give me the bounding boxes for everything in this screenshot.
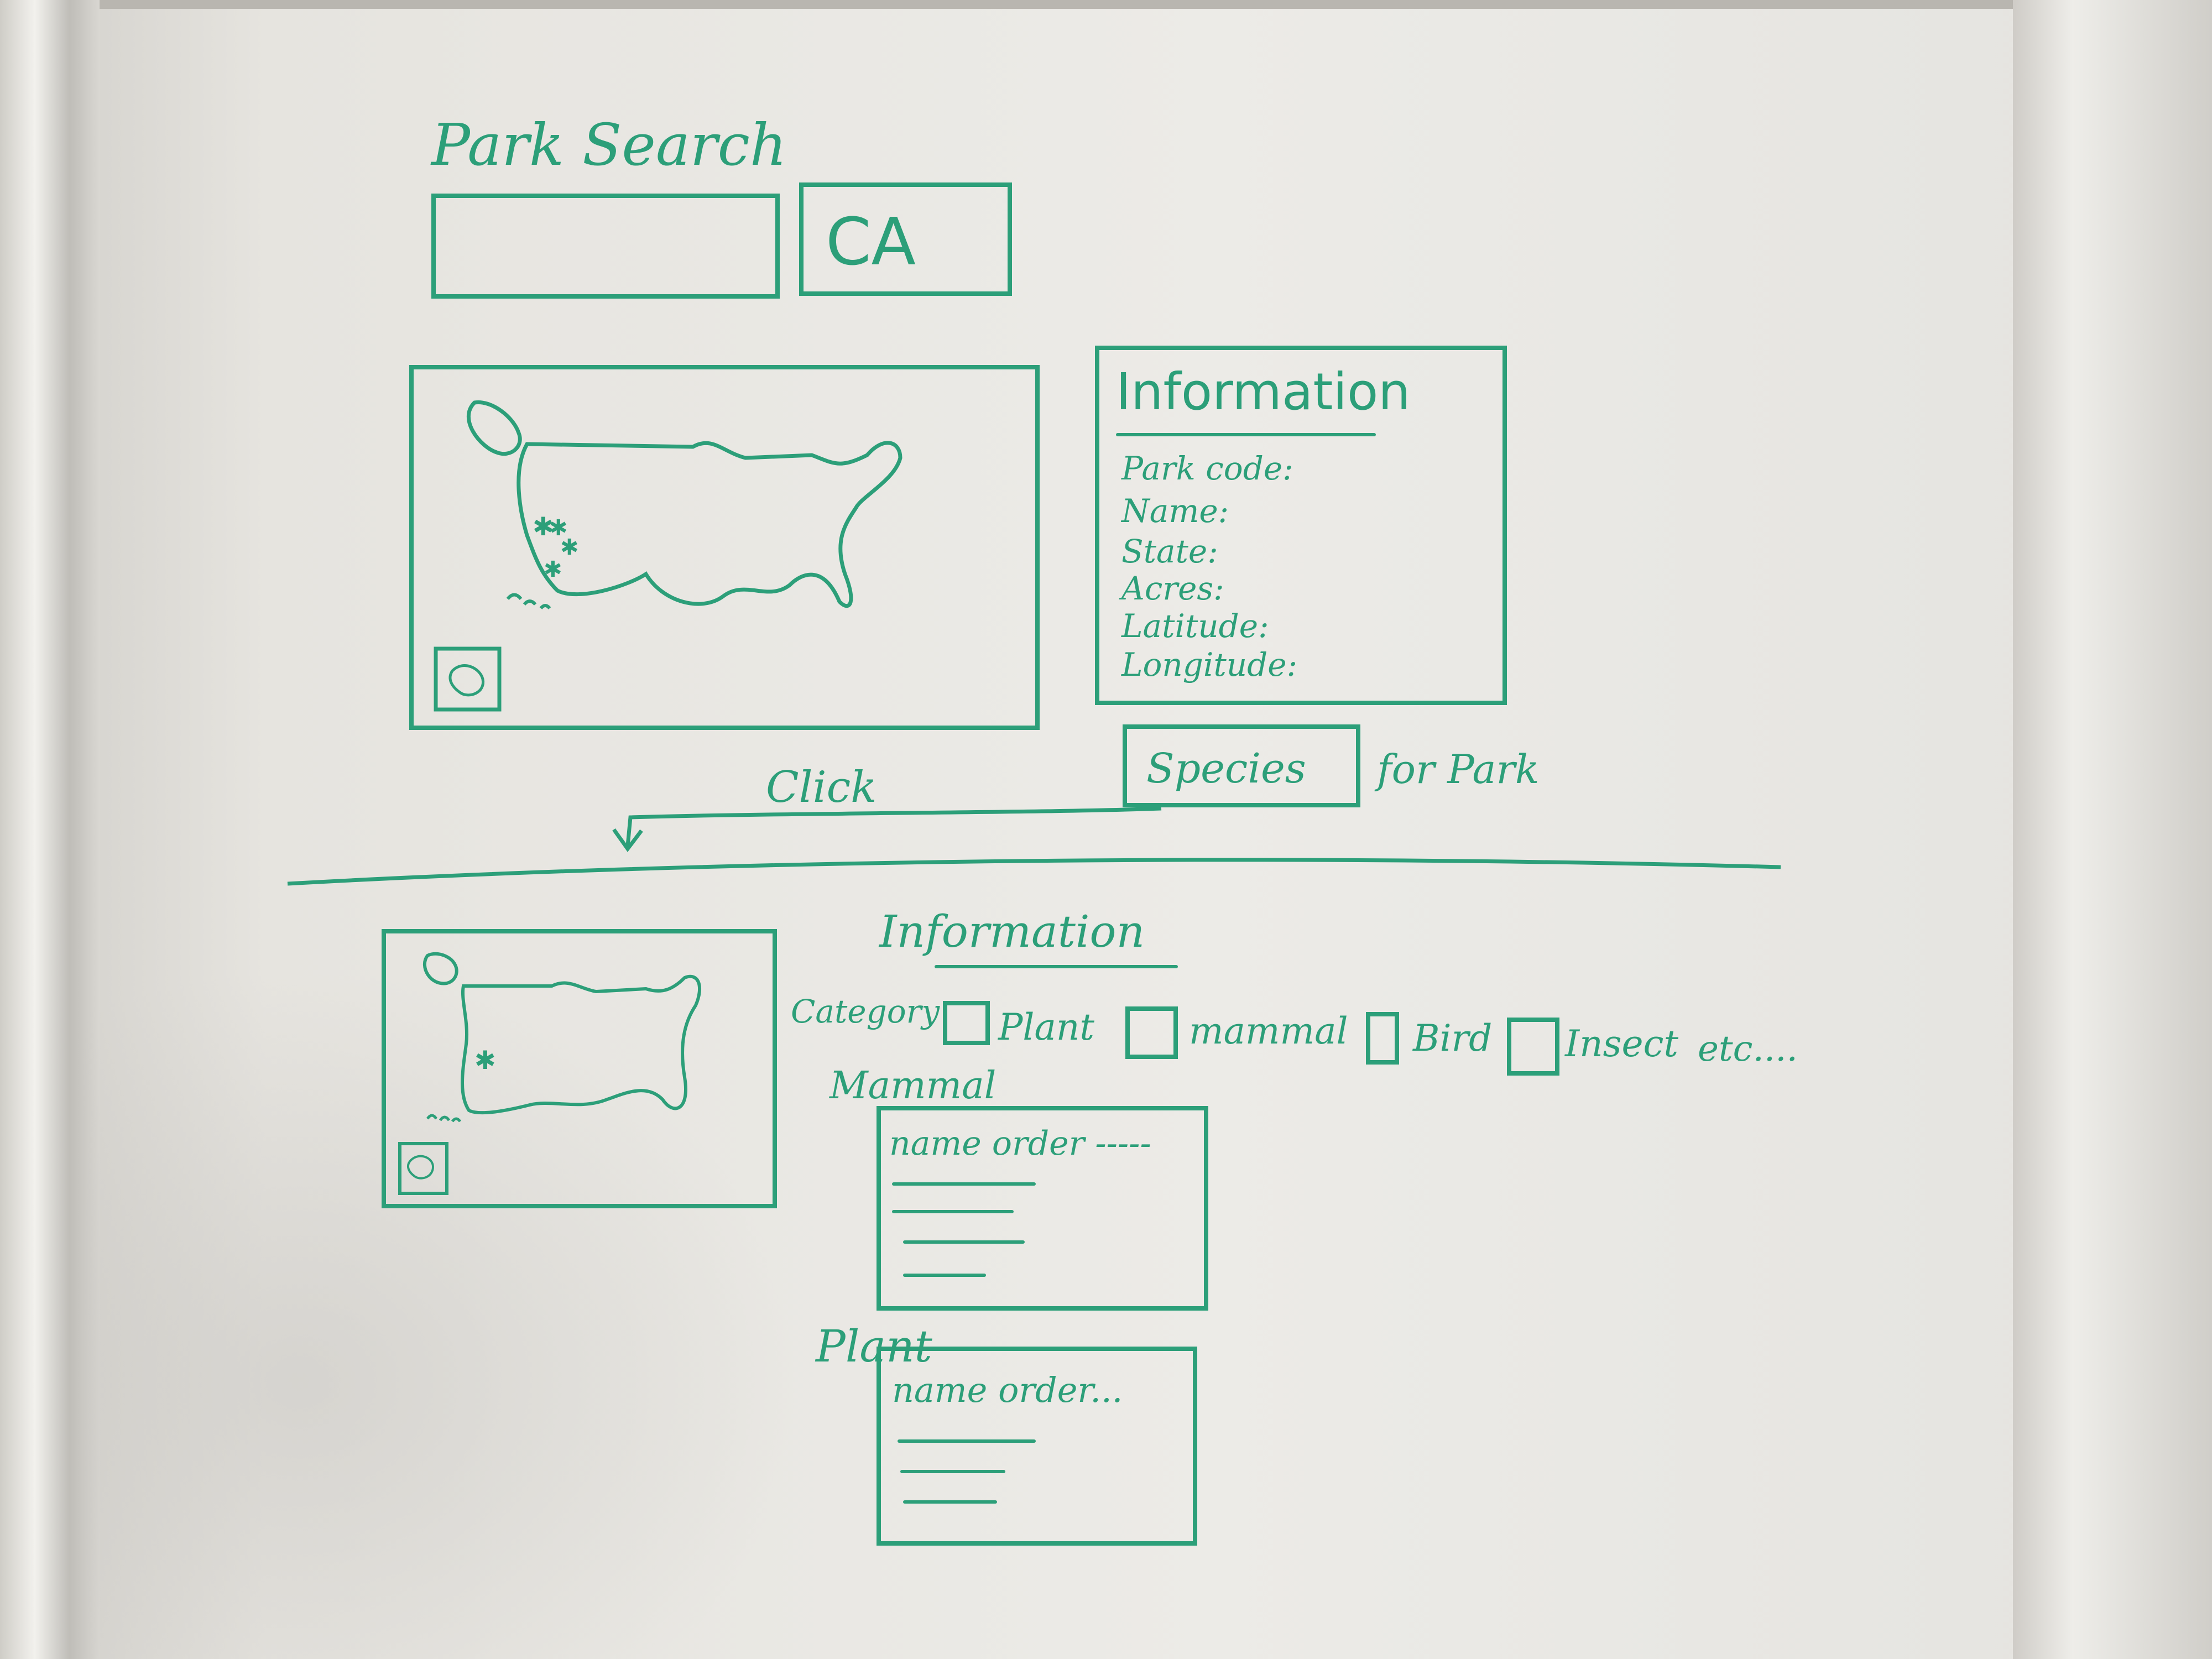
table-row — [903, 1500, 997, 1504]
park-marker-icon: ✱ — [544, 557, 562, 582]
table-row — [892, 1210, 1014, 1213]
species-button[interactable]: Species — [1123, 724, 1360, 807]
checkbox-mammal-label: mammal — [1189, 1010, 1348, 1052]
checkbox-insect-label: Insect — [1565, 1022, 1678, 1065]
table-row — [903, 1240, 1025, 1244]
board-frame-top — [0, 0, 2212, 9]
detail-information-underline — [935, 965, 1178, 968]
alaska-icon — [423, 952, 458, 985]
field-acres: Acres: — [1121, 570, 1224, 607]
field-longitude: Longitude: — [1121, 646, 1298, 684]
checkbox-plant[interactable] — [943, 1001, 990, 1045]
state-select[interactable]: CA — [799, 182, 1012, 296]
information-panel: Information Park code: Name: State: Acre… — [1095, 346, 1507, 705]
us-outline — [517, 441, 902, 608]
park-marker-icon: ✱ — [560, 535, 579, 560]
information-title-underline — [1116, 433, 1376, 436]
checkbox-bird[interactable] — [1366, 1012, 1399, 1065]
park-map[interactable]: ✱ ✱ ✱ ✱ — [409, 365, 1040, 730]
field-name: Name: — [1121, 492, 1229, 530]
table-row — [903, 1274, 986, 1277]
plant-table[interactable]: name order... — [877, 1347, 1197, 1546]
checkbox-plant-label: Plant — [998, 1006, 1094, 1048]
alaska-icon — [466, 400, 522, 456]
minimap-icon — [434, 646, 502, 712]
species-suffix: for Park — [1377, 746, 1540, 792]
mammal-table-label: Mammal — [830, 1064, 997, 1108]
field-state: State: — [1121, 533, 1218, 570]
field-park-code: Park code: — [1121, 450, 1293, 487]
plant-table-header: name order... — [892, 1370, 1123, 1410]
table-row — [892, 1182, 1036, 1186]
park-marker-icon: ✱ — [533, 512, 554, 541]
us-map-icon: ✱ ✱ ✱ ✱ — [434, 400, 902, 712]
hawaii-icon — [506, 593, 551, 610]
glare — [83, 968, 802, 1659]
search-title: Park Search — [431, 111, 787, 179]
board-frame-right — [2013, 0, 2212, 1659]
table-row — [900, 1470, 1005, 1473]
detail-information-title: Information — [879, 906, 1145, 957]
park-marker-icon: ✱ — [474, 1045, 496, 1075]
species-map[interactable]: ✱ — [382, 929, 777, 1208]
park-marker-icon: ✱ — [549, 515, 568, 541]
section-divider — [287, 858, 1781, 886]
more-categories-text: etc.... — [1698, 1029, 1798, 1070]
field-latitude: Latitude: — [1121, 607, 1269, 645]
category-label: Category — [791, 993, 940, 1030]
mammal-table[interactable]: name order ----- — [877, 1106, 1208, 1311]
click-annotation: Click — [766, 763, 877, 812]
us-map-icon: ✱ — [398, 952, 702, 1195]
park-search-input[interactable] — [431, 194, 780, 299]
checkbox-insect[interactable] — [1507, 1018, 1559, 1076]
table-row — [898, 1439, 1036, 1443]
checkbox-bird-label: Bird — [1413, 1017, 1493, 1060]
information-title: Information — [1116, 362, 1411, 421]
checkbox-mammal[interactable] — [1125, 1006, 1178, 1059]
mammal-table-header: name order ----- — [889, 1124, 1151, 1163]
plant-table-label: Plant — [816, 1321, 932, 1372]
us-outline — [461, 975, 702, 1115]
species-button-label: Species — [1146, 745, 1306, 792]
minimap-icon — [398, 1142, 448, 1195]
hawaii-icon — [426, 1114, 462, 1123]
state-select-value: CA — [826, 204, 916, 280]
